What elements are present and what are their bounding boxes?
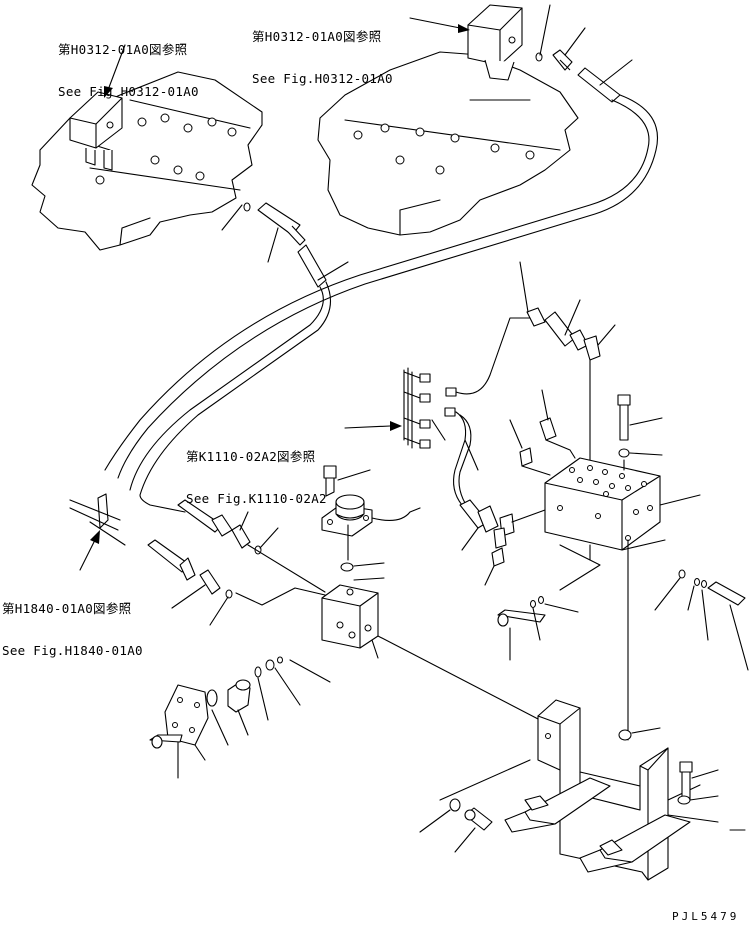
reference-top-left-en: See Fig H0312-01A0 (58, 84, 199, 99)
accumulator (322, 466, 420, 580)
reference-top-left: 第H0312-01A0図参照 See Fig H0312-01A0 (58, 15, 199, 113)
reference-middle-en: See Fig.K1110-02A2 (186, 491, 327, 506)
reference-middle: 第K1110-02A2図参照 See Fig.K1110-02A2 (186, 422, 327, 520)
reference-left: 第H1840-01A0図参照 See Fig.H1840-01A0 (2, 574, 143, 672)
reference-top-right: 第H0312-01A0図参照 See Fig.H0312-01A0 (252, 2, 393, 100)
reference-left-en: See Fig.H1840-01A0 (2, 643, 143, 658)
reference-top-left-jp: 第H0312-01A0図参照 (58, 42, 188, 57)
reference-arrows (80, 18, 470, 570)
manifold-block (510, 390, 700, 730)
top-right-fittings (105, 5, 658, 478)
reference-left-jp: 第H1840-01A0図参照 (2, 601, 132, 616)
lower-left-fittings (140, 495, 325, 625)
drawing-code: PJL5479 (672, 910, 740, 923)
mounting-bracket (440, 700, 718, 880)
cover-plate-group (150, 657, 330, 778)
right-bolts (498, 570, 748, 670)
control-valve-right (318, 5, 578, 235)
control-valve-left (32, 72, 262, 250)
left-valve-hose (70, 203, 348, 545)
wire-harness (404, 262, 615, 585)
junction-block (322, 585, 540, 720)
reference-top-right-jp: 第H0312-01A0図参照 (252, 29, 382, 44)
bottom-bolts (420, 762, 745, 852)
reference-top-right-en: See Fig.H0312-01A0 (252, 71, 393, 86)
reference-middle-jp: 第K1110-02A2図参照 (186, 449, 316, 464)
